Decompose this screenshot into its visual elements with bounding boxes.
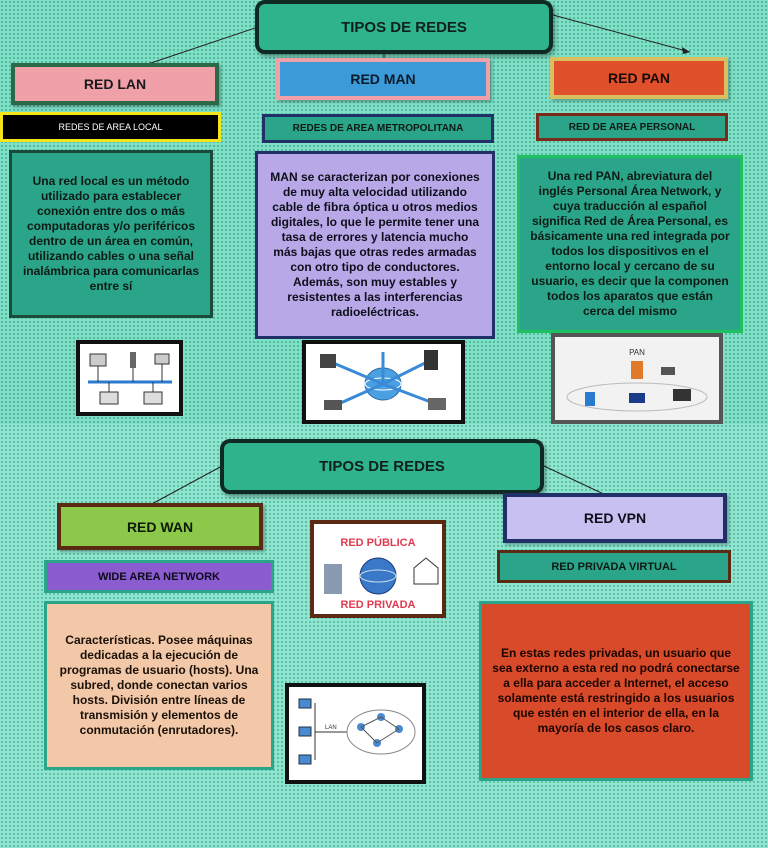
- public-private-network-image: RED PÚBLICA RED PRIVADA: [310, 520, 446, 618]
- wan-header-text: RED WAN: [126, 518, 194, 535]
- man-header-text: RED MAN: [350, 71, 416, 87]
- pan-header: RED PAN: [550, 57, 728, 99]
- wan-image-lan-label: LAN: [325, 725, 337, 731]
- top-title: TIPOS DE REDES: [255, 0, 553, 54]
- man-description-text: MAN se caracterizan por conexiones de mu…: [270, 170, 480, 319]
- vpn-description-text: En estas redes privadas, un usuario que …: [492, 646, 740, 735]
- vpn-subtitle: RED PRIVADA VIRTUAL: [497, 550, 731, 583]
- lan-header-text: RED LAN: [83, 76, 147, 92]
- wan-description: Características. Posee máquinas dedicada…: [44, 601, 274, 770]
- man-subtitle-text: REDES DE AREA METROPOLITANA: [292, 123, 464, 134]
- man-description: MAN se caracterizan por conexiones de mu…: [255, 151, 495, 339]
- pan-subtitle: RED DE AREA PERSONAL: [536, 113, 728, 141]
- pan-network-image: PAN: [551, 333, 723, 424]
- vpn-header: RED VPN: [503, 493, 727, 543]
- wan-subtitle: WIDE AREA NETWORK: [44, 560, 274, 593]
- wan-description-text: Características. Posee máquinas dedicada…: [59, 633, 259, 737]
- wan-subtitle-text: WIDE AREA NETWORK: [97, 570, 220, 583]
- bottom-title: TIPOS DE REDES: [220, 439, 544, 494]
- pan-description-text: Una red PAN, abreviatura del inglés Pers…: [530, 169, 730, 318]
- private-network-label: RED PRIVADA: [341, 599, 416, 611]
- lan-description: Una red local es un método utilizado par…: [9, 150, 213, 318]
- lan-network-image: [76, 340, 183, 416]
- vpn-header-text: RED VPN: [583, 510, 647, 526]
- man-header: RED MAN: [276, 58, 490, 100]
- lan-description-text: Una red local es un método utilizado par…: [22, 174, 200, 293]
- vpn-subtitle-text: RED PRIVADA VIRTUAL: [551, 560, 677, 573]
- top-title-text: TIPOS DE REDES: [341, 18, 467, 36]
- man-subtitle: REDES DE AREA METROPOLITANA: [262, 114, 494, 143]
- man-network-image: [302, 340, 465, 424]
- pan-description: Una red PAN, abreviatura del inglés Pers…: [517, 155, 743, 333]
- bottom-title-text: TIPOS DE REDES: [319, 458, 445, 475]
- pan-header-text: RED PAN: [608, 70, 670, 86]
- vpn-description: En estas redes privadas, un usuario que …: [479, 601, 753, 781]
- pan-image-label: PAN: [629, 348, 645, 357]
- wan-network-image: LAN: [285, 683, 426, 784]
- lan-subtitle-text: REDES DE AREA LOCAL: [58, 122, 163, 132]
- lan-header: RED LAN: [11, 63, 219, 105]
- wan-header: RED WAN: [57, 503, 263, 550]
- lan-subtitle: REDES DE AREA LOCAL: [0, 112, 221, 142]
- pan-subtitle-text: RED DE AREA PERSONAL: [568, 121, 696, 133]
- public-network-label: RED PÚBLICA: [340, 536, 415, 549]
